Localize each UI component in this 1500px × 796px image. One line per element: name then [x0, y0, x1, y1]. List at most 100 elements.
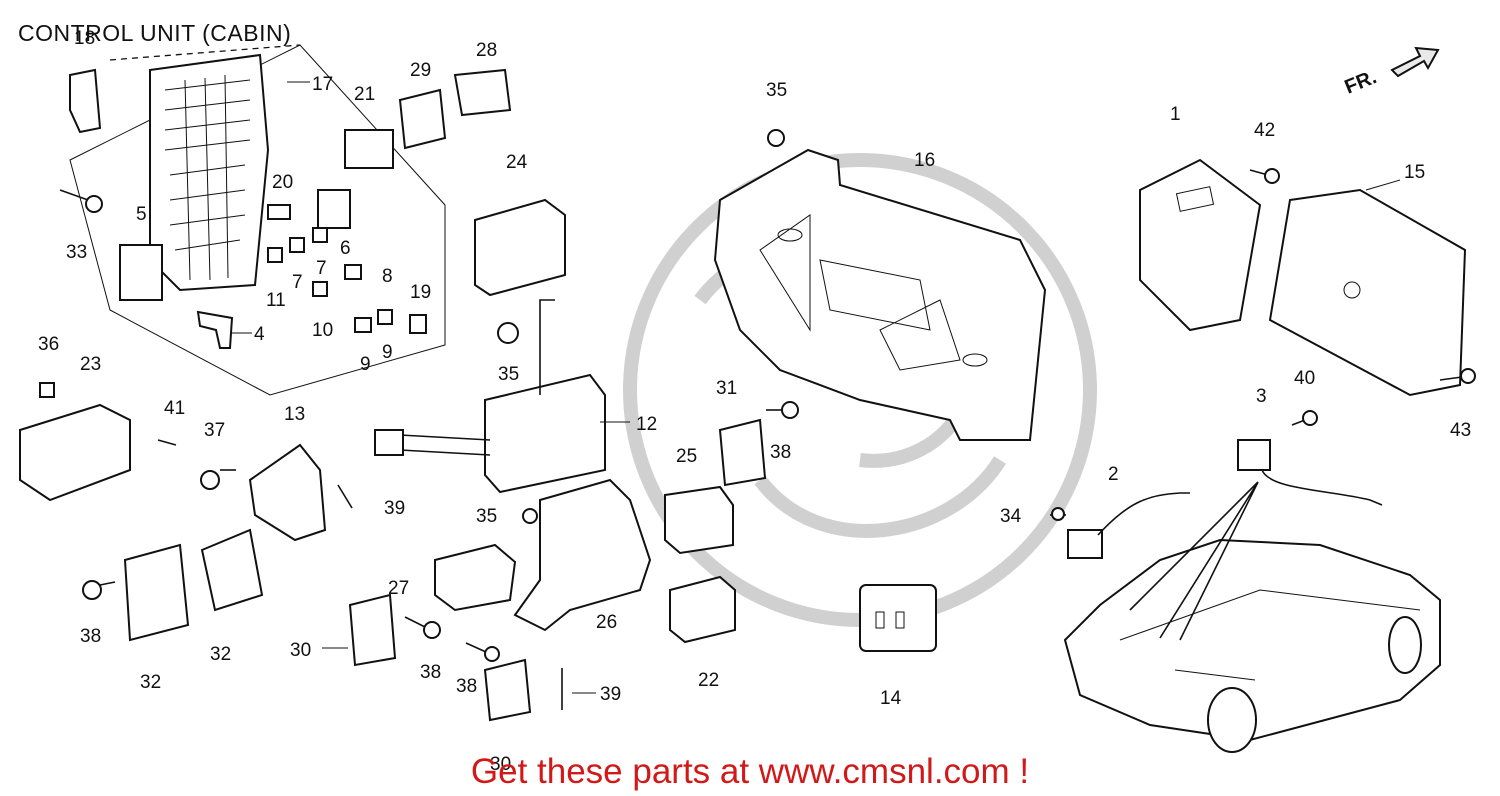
bolt-33-part [59, 189, 103, 213]
unit-25-part [664, 485, 734, 555]
callout-38-upper: 38 [770, 442, 791, 463]
callout-33: 33 [66, 242, 87, 263]
callout-2: 2 [1108, 464, 1119, 485]
fuse-6-part [317, 189, 351, 229]
bolt-38-mid-part [404, 616, 441, 639]
callout-43: 43 [1450, 420, 1471, 441]
ecu-15-part [1268, 188, 1467, 397]
callout-18: 18 [74, 28, 95, 49]
control-unit-12-part [374, 299, 606, 494]
callout-6: 6 [340, 238, 351, 259]
front-direction-arrow-icon [1390, 46, 1440, 78]
callout-15: 15 [1404, 162, 1425, 183]
bolt-34-part [1050, 507, 1066, 521]
callout-9-right: 9 [382, 342, 393, 363]
relay-30-lower-part [483, 658, 532, 722]
callout-34: 34 [1000, 506, 1022, 527]
bracket-13-part [248, 443, 327, 542]
bolt-43-part [1439, 368, 1476, 384]
callout-9-left: 9 [360, 354, 371, 375]
callout-39-upper: 39 [384, 498, 405, 519]
callout-38-left: 38 [80, 626, 101, 647]
callout-13: 13 [284, 404, 305, 425]
callout-42: 42 [1254, 120, 1275, 141]
car-silhouette-part [1063, 481, 1441, 753]
bolt-42-part [1249, 168, 1280, 184]
callout-35-mid: 35 [498, 364, 519, 385]
callout-20: 20 [272, 172, 293, 193]
bracket-4-part [196, 310, 234, 349]
relay-31-part [718, 418, 767, 487]
callout-39-lower: 39 [600, 684, 621, 705]
callout-21: 21 [354, 84, 375, 105]
callout-22: 22 [698, 670, 719, 691]
callout-37: 37 [204, 420, 225, 441]
promo-banner-text: Get these parts at www.cmsnl.com ! [470, 752, 1030, 791]
relay-32-right-part [200, 528, 264, 612]
callout-7-left: 7 [292, 272, 303, 293]
bracket-16-part [713, 148, 1047, 441]
sensor-3-part [1237, 439, 1383, 506]
callout-31: 31 [716, 378, 737, 399]
callout-38-low: 38 [456, 676, 477, 697]
callout-32-left: 32 [140, 672, 161, 693]
bolt-near-13-part [337, 484, 353, 509]
bracket-5-part [119, 244, 163, 301]
bracket-26-part [513, 478, 652, 632]
nut-35-lower-part [522, 508, 538, 524]
callout-40: 40 [1294, 368, 1315, 389]
diagram-title: CONTROL UNIT (CABIN) [18, 20, 292, 46]
bolt-37-part [200, 469, 236, 490]
callout-35-lower: 35 [476, 506, 497, 527]
callout-38-mid: 38 [420, 662, 441, 683]
callout-12: 12 [636, 414, 657, 435]
nut-35-upper-part [767, 129, 785, 147]
unit-14-part [859, 584, 937, 652]
callout-5: 5 [136, 204, 147, 225]
relay-28-part [453, 68, 512, 117]
callout-4: 4 [254, 324, 265, 345]
bolt-38-upper-part [766, 401, 799, 419]
callout-41: 41 [164, 398, 185, 419]
callout-8: 8 [382, 266, 393, 287]
bolt-38-left-part [82, 580, 116, 600]
callout-19: 19 [410, 282, 431, 303]
callout-24: 24 [506, 152, 528, 173]
callout-35-top: 35 [766, 80, 787, 101]
unit-22-part [669, 575, 736, 644]
clip-36-part [39, 382, 55, 398]
relay-32-left-part [123, 543, 190, 642]
bolt-40-part [1291, 410, 1318, 426]
fuses-small-parts [267, 227, 427, 334]
unit-left-of-26-part [434, 543, 517, 612]
unit-23-part [19, 403, 131, 502]
callout-10: 10 [312, 320, 333, 341]
direction-label: FR. [1342, 66, 1380, 98]
relay-21-part [344, 129, 394, 169]
callout-28: 28 [476, 40, 497, 61]
ecu-1-part [1139, 158, 1262, 332]
callout-30-lower: 30 [490, 754, 511, 775]
callout-1: 1 [1170, 104, 1181, 125]
fuse-box-part [149, 53, 270, 292]
callout-labels: 18 17 29 28 21 35 1 42 16 15 24 20 5 33 … [38, 28, 1471, 775]
callout-26: 26 [596, 612, 617, 633]
nut-35-mid-part [497, 322, 519, 344]
screw-41-part [157, 439, 177, 446]
clip-20-part [267, 204, 291, 220]
callout-25: 25 [676, 446, 697, 467]
bracket-18-part [69, 68, 102, 134]
callout-29: 29 [410, 60, 431, 81]
sensor-2-part [1067, 492, 1190, 559]
relay-29-part [398, 88, 447, 150]
callout-32-right: 32 [210, 644, 231, 665]
callout-11: 11 [266, 290, 286, 311]
callout-3: 3 [1256, 386, 1267, 407]
callout-16: 16 [914, 150, 935, 171]
fuse-box-group-outline [69, 44, 446, 396]
callout-7-right: 7 [316, 258, 327, 279]
callout-14: 14 [880, 688, 902, 709]
relay-27-part [348, 593, 397, 667]
